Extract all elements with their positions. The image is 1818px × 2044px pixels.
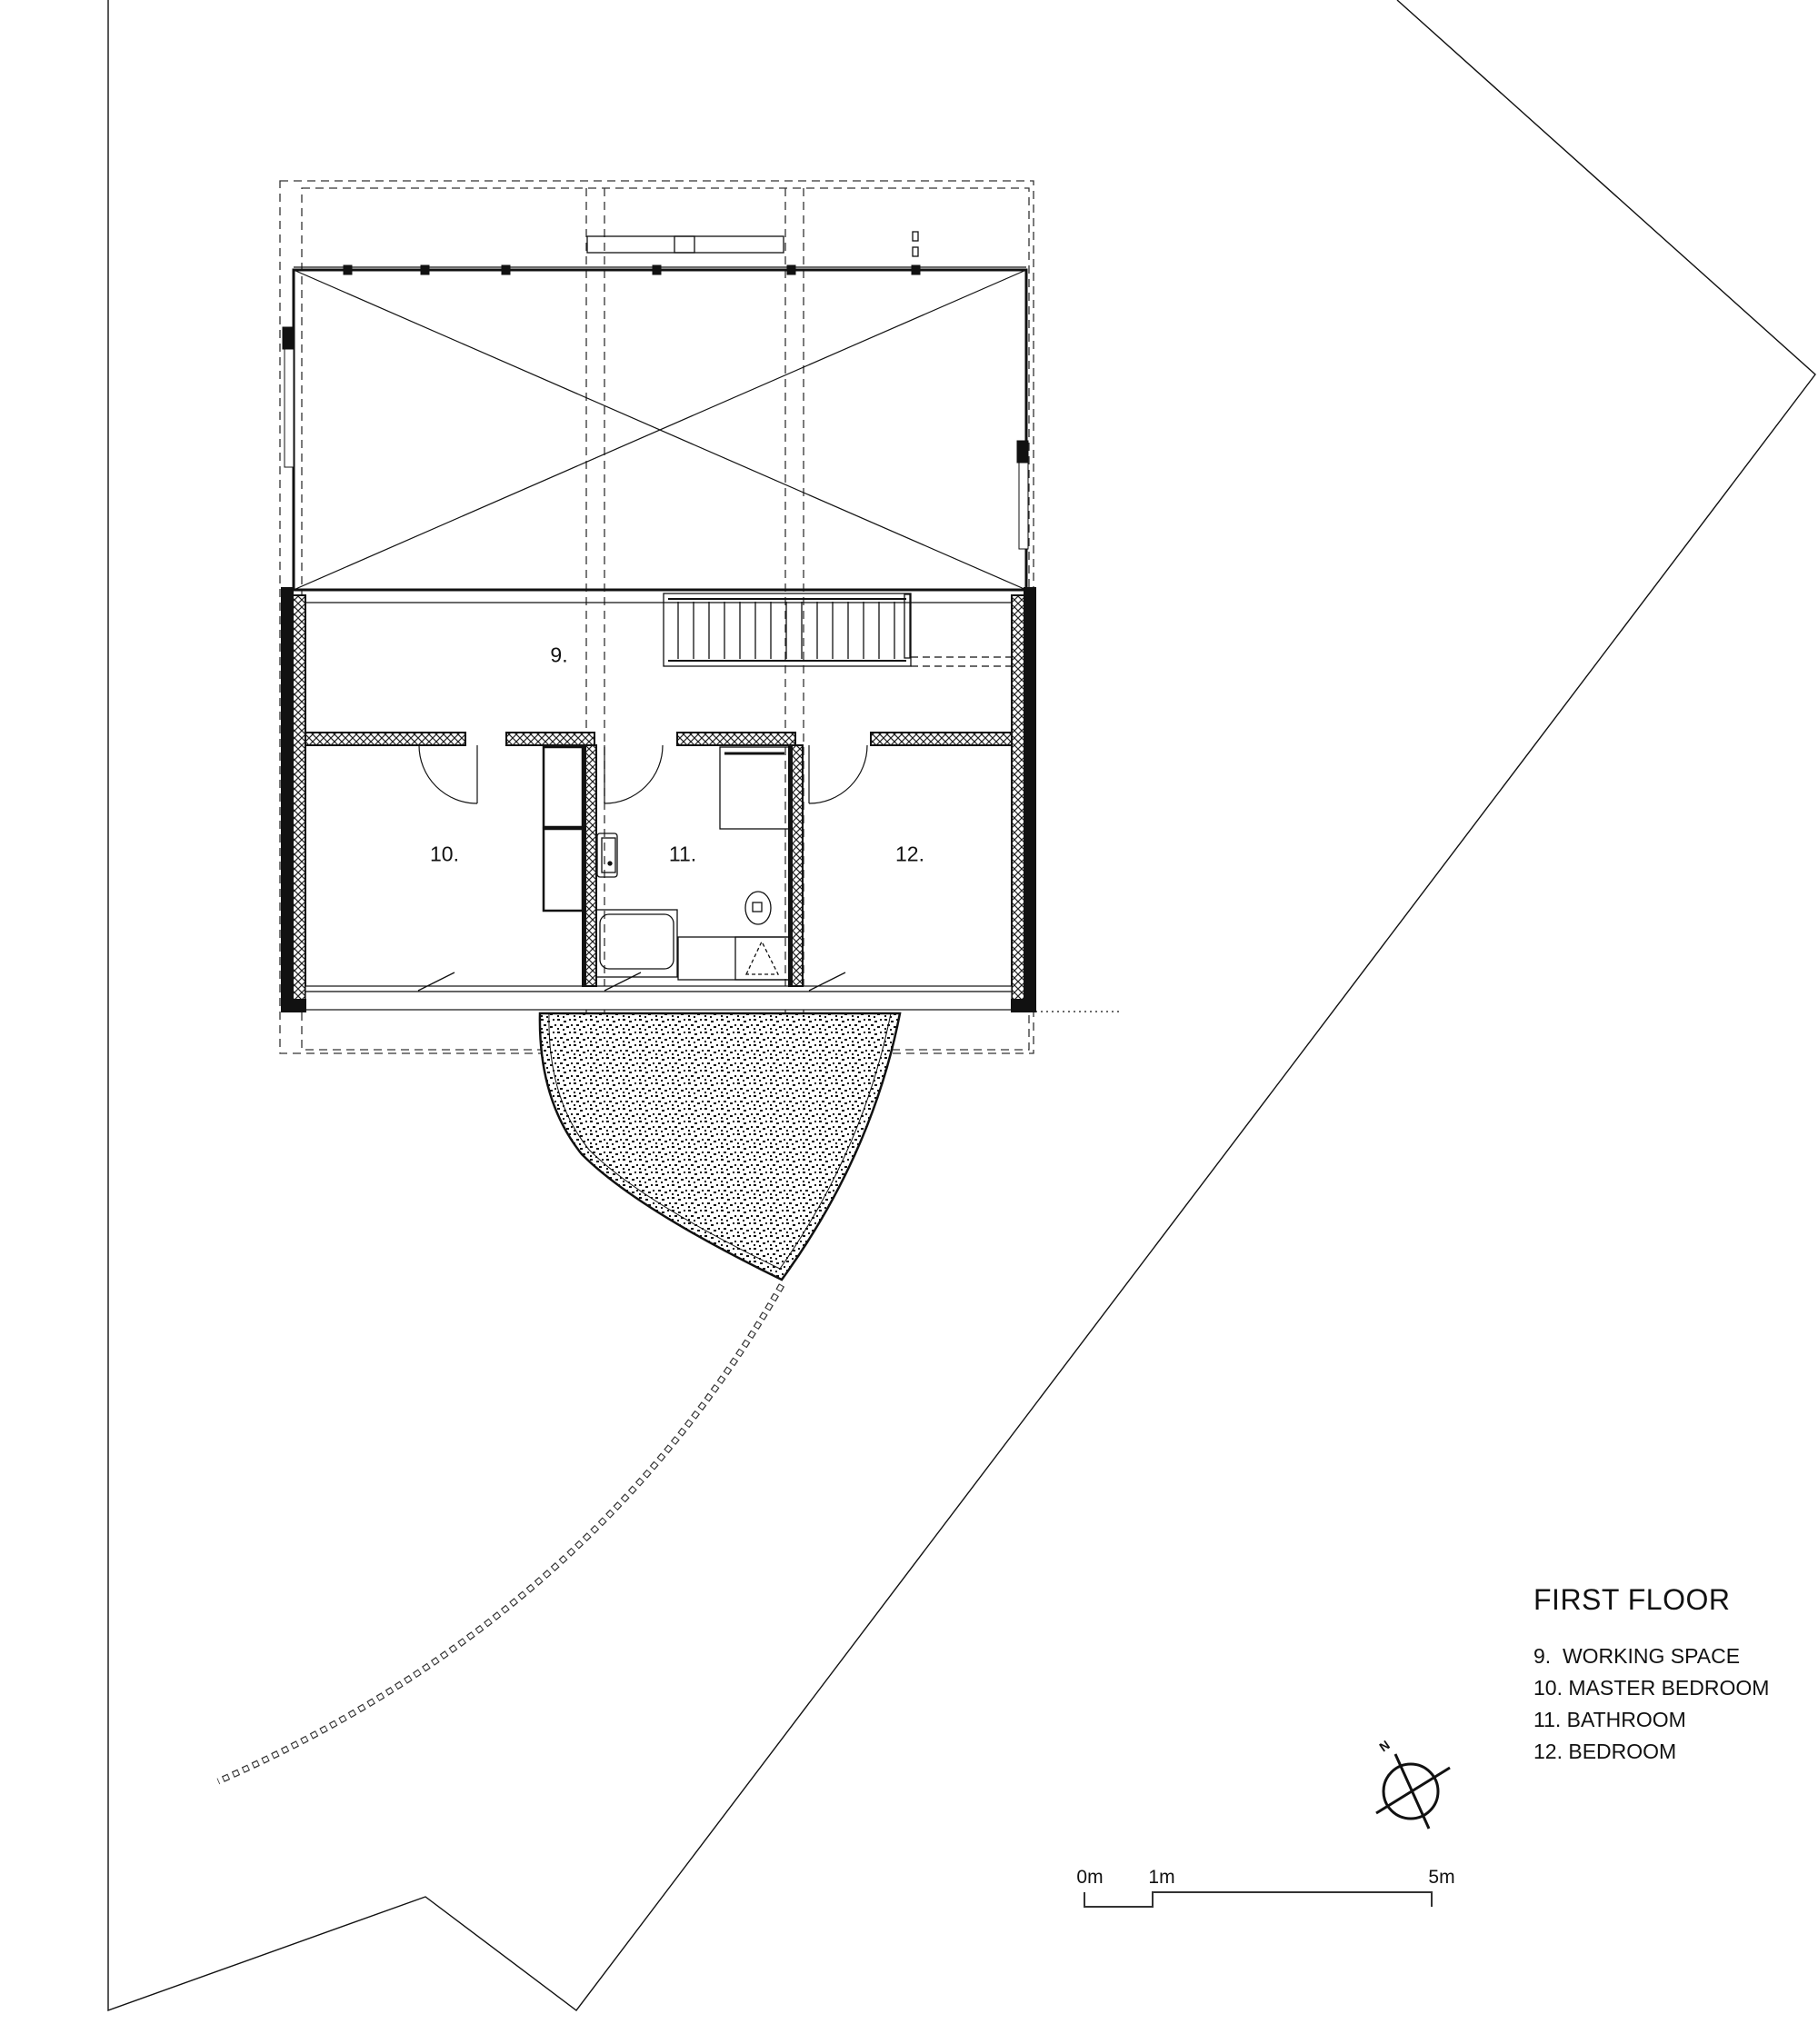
legend-item-bathroom: 11. BATHROOM xyxy=(1533,1708,1686,1731)
stepping-stone-path xyxy=(216,1283,785,1785)
legend-item-bedroom: 12. BEDROOM xyxy=(1533,1740,1677,1763)
scale-bar xyxy=(1084,1891,1433,1908)
room-label-master-bedroom: 10. xyxy=(430,842,459,866)
legend: FIRST FLOOR 9. WORKING SPACE 10. MASTER … xyxy=(1533,1583,1769,1768)
site-boundary xyxy=(107,0,1816,2011)
legend-item-working-space: 9. WORKING SPACE xyxy=(1533,1644,1741,1668)
scale-label-1m: 1m xyxy=(1148,1867,1175,1888)
doors xyxy=(418,744,868,804)
scale-label-0m: 0m xyxy=(1076,1867,1104,1888)
north-compass-icon xyxy=(1375,1753,1451,1830)
legend-item-master-bedroom: 10. MASTER BEDROOM xyxy=(1533,1676,1770,1700)
double-height-void xyxy=(282,264,1029,592)
roof-vent xyxy=(586,231,919,257)
bathroom-fixtures xyxy=(595,746,790,981)
staircase xyxy=(663,593,1012,667)
room-label-working-space: 9. xyxy=(550,643,568,667)
scale-label-5m: 5m xyxy=(1428,1867,1455,1888)
gravel-terrace xyxy=(538,1012,902,1281)
roof-outline-dashed xyxy=(279,180,1034,1054)
room-label-bedroom: 12. xyxy=(895,842,924,866)
exterior-walls xyxy=(281,587,1036,1012)
interior-partitions xyxy=(305,732,1013,987)
south-windows xyxy=(417,972,1123,1012)
room-label-bathroom: 11. xyxy=(668,842,697,866)
wardrobe xyxy=(542,745,584,912)
gravel-terrace-edge xyxy=(548,1012,892,1270)
drawing-title: FIRST FLOOR xyxy=(1533,1583,1731,1616)
